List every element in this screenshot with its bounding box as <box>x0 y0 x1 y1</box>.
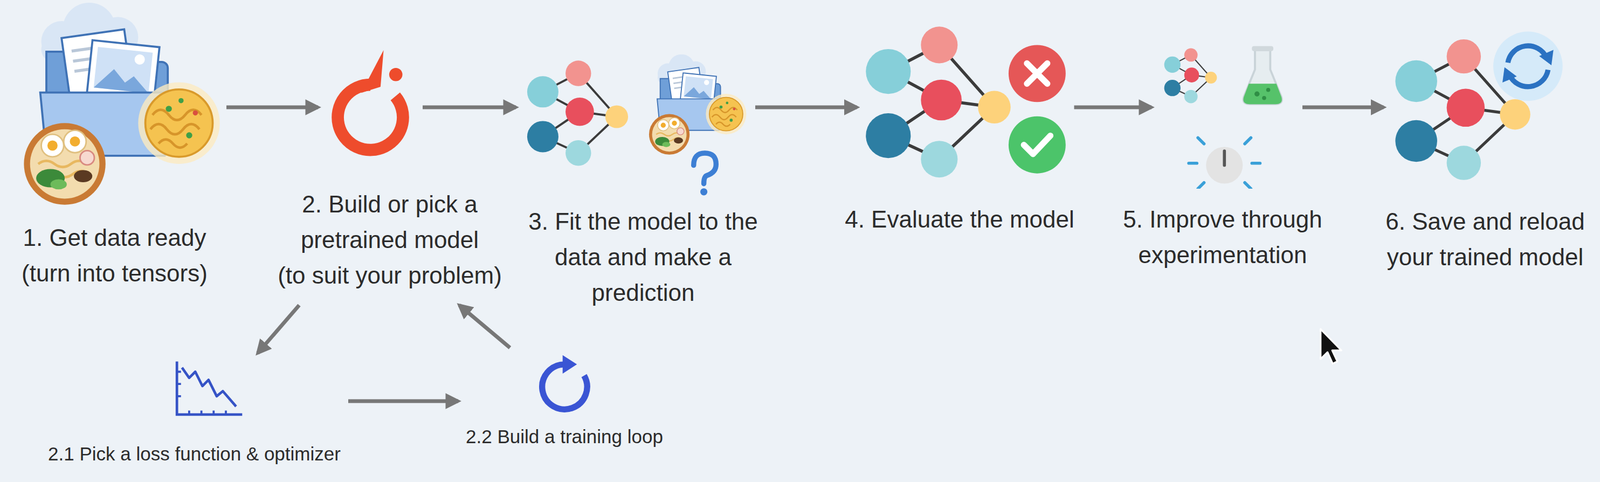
workflow-step: 2. Build or pick a pretrained model (to … <box>276 45 503 294</box>
flow-arrow <box>226 105 319 110</box>
workflow-step: 2.1 Pick a loss function & optimizer <box>46 357 342 468</box>
loss-chart-icon <box>168 357 246 424</box>
step-label: 2. Build or pick a pretrained model (to … <box>277 186 502 294</box>
workflow-step: 1. Get data ready (turn into tensors) <box>11 2 218 292</box>
data-icon <box>15 2 220 212</box>
fit-icon <box>522 51 749 199</box>
flow-arrow <box>348 399 459 404</box>
workflow-step: 3. Fit the model to the data and make a … <box>527 51 760 311</box>
step-label: 3. Fit the model to the data and make a … <box>528 203 758 311</box>
timer <box>1188 138 1260 189</box>
flow-arrow <box>422 105 516 110</box>
save-icon <box>1390 25 1569 189</box>
reload-badge <box>1493 31 1563 102</box>
workflow-step: 5. Improve through experimentation <box>1121 40 1324 273</box>
step-label: 2.1 Pick a loss function & optimizer <box>47 440 341 468</box>
experiment-icon <box>1157 40 1296 189</box>
cross-badge <box>1008 44 1066 102</box>
check-badge <box>1008 116 1066 174</box>
workflow-step: 2.2 Build a training loop <box>464 353 665 451</box>
flow-arrow <box>459 305 510 348</box>
question-mark <box>693 153 717 184</box>
flask <box>1243 45 1282 105</box>
flow-arrow <box>257 305 300 354</box>
workflow-step: 4. Evaluate the model <box>843 20 1076 238</box>
flow-arrow <box>1302 105 1384 110</box>
mouse-cursor <box>1317 326 1345 368</box>
step-label: 5. Improve through experimentation <box>1122 201 1322 273</box>
step-label: 4. Evaluate the model <box>844 201 1075 238</box>
step-label: 1. Get data ready (turn into tensors) <box>21 219 208 292</box>
step-label: 2.2 Build a training loop <box>465 423 664 451</box>
step-label: 6. Save and reload your trained model <box>1385 203 1585 275</box>
evaluate-icon <box>863 20 1068 189</box>
workflow-step: 6. Save and reload your trained model <box>1384 25 1586 275</box>
pytorch-logo <box>324 45 417 164</box>
flow-arrow <box>1074 105 1153 110</box>
flow-arrow <box>755 105 858 110</box>
loop-icon <box>530 353 599 421</box>
